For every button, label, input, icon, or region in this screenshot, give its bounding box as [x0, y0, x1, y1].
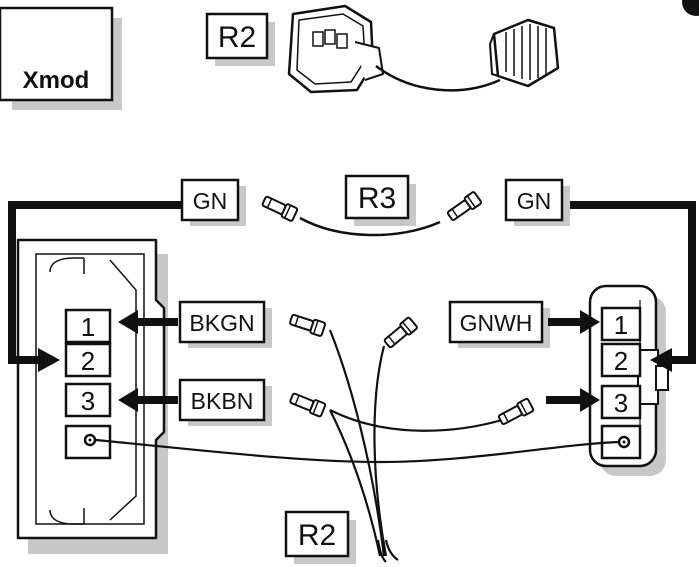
plug-connector-left-icon: [287, 4, 384, 94]
right-pin-2: 2: [614, 346, 628, 376]
left-pin-3: 3: [81, 386, 95, 416]
bkgn-arrow: [118, 310, 178, 334]
pin-terminal-icon: [287, 390, 327, 418]
pin-terminal-icon: [260, 193, 299, 223]
pin-terminal-icon: [287, 311, 327, 338]
wire-gnwh: GNWH: [460, 310, 533, 336]
left-pin-2: 2: [81, 346, 95, 376]
ref-middle-label: R3: [358, 182, 396, 215]
bkbn-label-box: BKBN: [178, 378, 272, 426]
harness-wires: [95, 329, 621, 563]
right-connector: 1 2 3: [588, 284, 669, 476]
ref-top-label: R2: [218, 21, 256, 54]
gn-right-label-box: GN: [504, 178, 570, 226]
wire-bkgn: BKGN: [189, 310, 254, 336]
bkgn-label-box: BKGN: [178, 300, 272, 348]
ref-middle-group: R3: [344, 174, 416, 226]
right-pin-1: 1: [614, 310, 628, 340]
gn-routing-lines: [8, 201, 696, 372]
gnwh-label-box: GNWH: [448, 300, 550, 348]
gn-left-label-box: GN: [180, 178, 246, 226]
pin-terminal-icon: [444, 190, 483, 224]
ref-bottom-group: R2: [284, 510, 356, 564]
ground-stud-right-icon: [617, 435, 631, 449]
right-pin-3: 3: [614, 388, 628, 418]
bkbn-arrow: [118, 388, 178, 412]
wire-bkbn: BKBN: [191, 388, 254, 414]
ref-top-group: R2: [205, 12, 275, 66]
ref-bottom-label: R2: [298, 519, 336, 552]
gnwh-arrow: [548, 310, 600, 334]
module-title: Xmod: [23, 67, 90, 94]
left-pin-1: 1: [81, 312, 95, 342]
ground-stud-left-icon: [83, 433, 97, 447]
pin-terminal-icon: [381, 315, 419, 351]
plug-connector-right-icon: [488, 18, 560, 88]
wire-gn-right: GN: [517, 188, 552, 214]
xmod-box: Xmod: [0, 6, 122, 110]
pin3-right-arrow: [546, 388, 600, 412]
top-cable: [375, 65, 501, 92]
corner-badge: [682, 0, 699, 16]
pin-terminal-icon: [496, 397, 535, 428]
wire-gn-left: GN: [193, 188, 228, 214]
r3-jumper-wire: [299, 216, 441, 237]
